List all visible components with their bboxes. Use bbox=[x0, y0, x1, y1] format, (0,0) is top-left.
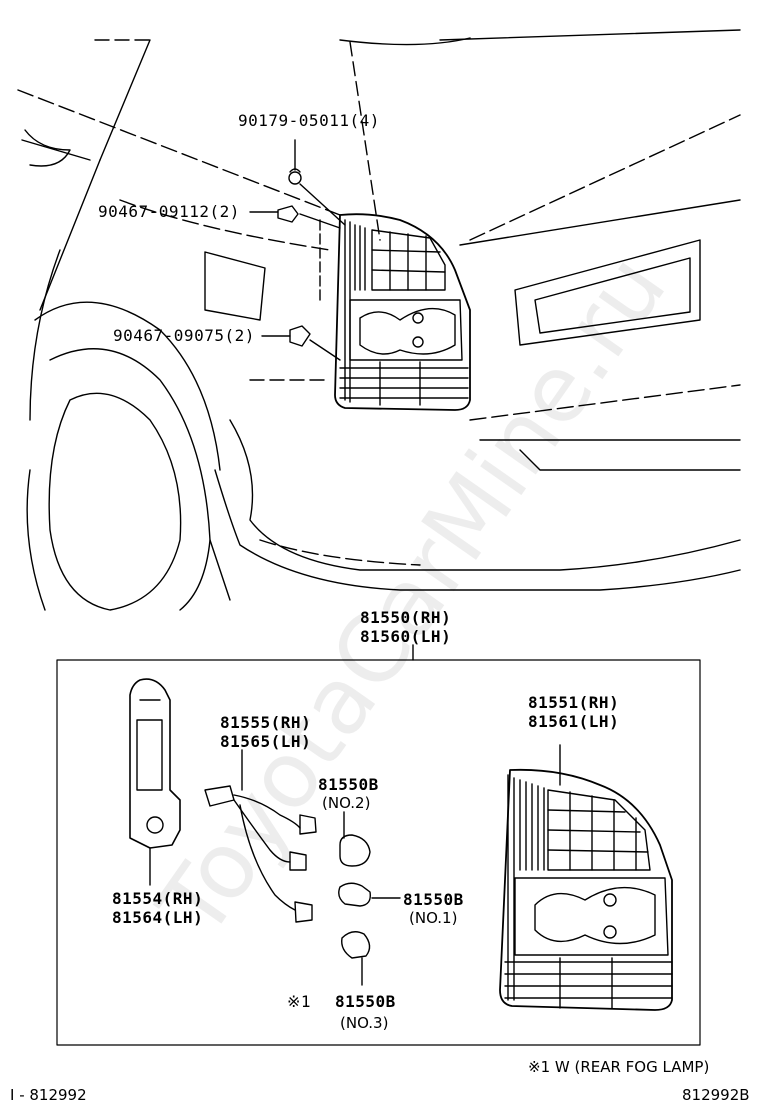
label-assembly-lh: 81560(LH) bbox=[360, 627, 452, 646]
label-bulb-no1-number: (NO.1) bbox=[409, 909, 458, 927]
label-bulb-no3: 81550B bbox=[335, 992, 396, 1011]
label-lens-lh: 81561(LH) bbox=[528, 712, 620, 731]
label-part-90179: 90179-05011(4) bbox=[238, 111, 380, 130]
label-socket-rh: 81555(RH) bbox=[220, 713, 312, 732]
label-part-90467-a: 90467-09112(2) bbox=[98, 202, 240, 221]
socket-and-wire bbox=[204, 749, 317, 923]
label-bulb-no3-mark: ※1 bbox=[287, 992, 312, 1011]
label-assembly-rh: 81550(RH) bbox=[360, 608, 452, 627]
tail-lamp-lens bbox=[499, 744, 673, 1011]
label-socket-lh: 81565(LH) bbox=[220, 732, 312, 751]
footnote: ※1 W (REAR FOG LAMP) bbox=[528, 1058, 710, 1076]
gasket bbox=[129, 678, 181, 886]
reference-right: 812992B bbox=[682, 1086, 750, 1104]
label-bulb-no2-number: (NO.2) bbox=[322, 794, 371, 812]
vehicle-body-outline bbox=[17, 29, 741, 611]
bulbs bbox=[338, 811, 401, 986]
label-bulb-no1: 81550B bbox=[403, 890, 464, 909]
label-bulb-no2: 81550B bbox=[318, 775, 379, 794]
label-bulb-no3-number: (NO.3) bbox=[340, 1014, 389, 1032]
label-part-90467-b: 90467-09075(2) bbox=[113, 326, 255, 345]
clip-parts-upper bbox=[249, 139, 346, 361]
assembly-box bbox=[56, 659, 701, 1046]
label-lens-rh: 81551(RH) bbox=[528, 693, 620, 712]
label-gasket-lh: 81564(LH) bbox=[112, 908, 204, 927]
reference-left: I - 812992 bbox=[10, 1086, 87, 1104]
label-gasket-rh: 81554(RH) bbox=[112, 889, 204, 908]
installed-tail-lamp bbox=[334, 213, 471, 411]
